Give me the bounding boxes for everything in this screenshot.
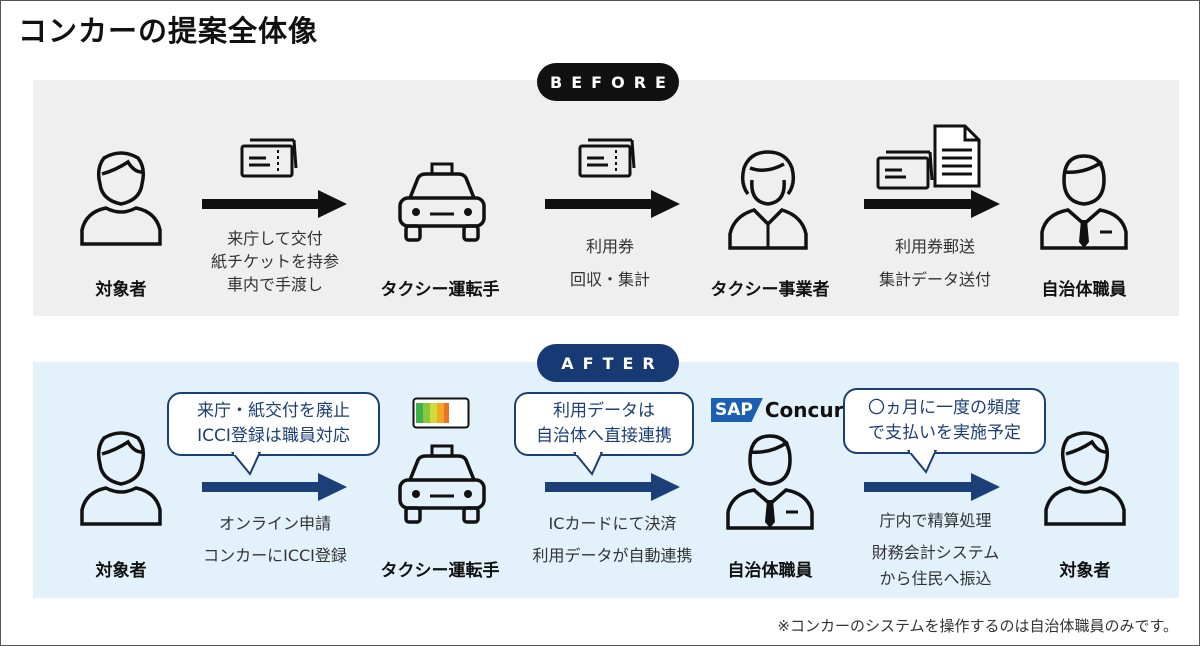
taxi-icon: [398, 444, 486, 524]
arrow-after-1: [202, 473, 347, 501]
ticket-icon: [578, 138, 636, 178]
concur-logo-text: Concur: [764, 398, 844, 422]
role-before-3: タクシー事業者: [710, 280, 830, 300]
arrow-after-3: [864, 473, 1000, 501]
role-after-3: 自治体職員: [727, 561, 813, 581]
arrow-before-2: [545, 190, 680, 218]
sap-concur-logo: SAP Concur: [711, 398, 844, 422]
role-before-1: 対象者: [95, 280, 147, 300]
taxi-icon: [398, 162, 486, 242]
step-after-2-line-1: ICカードにて決済: [548, 514, 677, 533]
ticket-icon: [876, 150, 934, 190]
step-before-1: 来庁して交付 紙チケットを持参 車内で手渡し: [190, 227, 360, 296]
step-after-3-line-1: 庁内で精算処理: [879, 511, 992, 530]
callout-after-1-line-1: 来庁・紙交付を廃止: [197, 401, 350, 421]
arrow-after-2: [545, 473, 680, 501]
before-label: BEFORE: [537, 63, 679, 101]
callout-after-3-line-1: 〇ヵ月に一度の頻度: [868, 398, 1021, 418]
ic-card-icon: [412, 397, 470, 429]
person-icon: [1044, 431, 1126, 526]
arrow-before-1: [202, 190, 347, 218]
step-after-1: オンライン申請 コンカーにICCI登録: [180, 508, 370, 572]
step-before-1-line-1: 来庁して交付: [227, 229, 323, 248]
role-before-2: タクシー運転手: [380, 280, 500, 300]
page-title: コンカーの提案全体像: [18, 14, 319, 48]
step-before-1-line-2: 紙チケットを持参: [210, 252, 339, 271]
role-after-4: 対象者: [1059, 561, 1111, 581]
step-after-3-line-2: 財務会計システム: [871, 543, 1000, 562]
step-before-3-line-1: 利用券郵送: [894, 237, 975, 256]
official-icon: [726, 434, 814, 530]
step-after-3: 庁内で精算処理 財務会計システム から住民へ振込: [848, 508, 1023, 592]
step-before-1-line-3: 車内で手渡し: [226, 275, 323, 294]
step-before-3-line-2: 集計データ送付: [878, 270, 991, 289]
callout-tail: [572, 452, 604, 476]
document-icon: [933, 124, 981, 188]
role-after-1: 対象者: [95, 561, 147, 581]
step-before-2-line-1: 利用券: [585, 237, 634, 256]
before-panel: [33, 80, 1179, 316]
role-before-4: 自治体職員: [1041, 280, 1127, 300]
step-before-2: 利用券 回収・集計: [540, 230, 680, 296]
callout-after-2: 利用データは 自治体へ直接連携: [514, 392, 694, 456]
businesswoman-icon: [728, 150, 808, 250]
step-after-3-line-3: から住民へ振込: [879, 569, 992, 588]
callout-after-2-line-1: 利用データは: [553, 401, 655, 421]
callout-after-3-line-2: で支払いを実施予定: [868, 423, 1021, 443]
person-icon: [80, 151, 162, 246]
step-before-3: 利用券郵送 集計データ送付: [855, 230, 1015, 296]
role-after-2: タクシー運転手: [380, 561, 500, 581]
step-after-2-line-2: 利用データが自動連携: [532, 546, 693, 565]
footnote: ※コンカーのシステムを操作するのは自治体職員のみです。: [777, 617, 1178, 635]
step-before-2-line-2: 回収・集計: [569, 270, 650, 289]
step-after-1-line-2: コンカーにICCI登録: [203, 546, 347, 565]
sap-logo-mark: SAP: [711, 398, 763, 422]
callout-after-2-line-2: 自治体へ直接連携: [536, 426, 672, 446]
after-label: AFTER: [537, 344, 679, 382]
callout-tail: [230, 452, 262, 476]
callout-after-1: 来庁・紙交付を廃止 ICCI登録は職員対応: [167, 392, 380, 456]
callout-tail: [906, 450, 938, 474]
arrow-before-3: [864, 190, 1000, 218]
step-after-2: ICカードにて決済 利用データが自動連携: [515, 508, 710, 572]
ticket-icon: [240, 138, 298, 178]
callout-after-1-line-2: ICCI登録は職員対応: [197, 426, 350, 446]
official-icon: [1040, 154, 1128, 250]
step-after-1-line-1: オンライン申請: [218, 514, 331, 533]
callout-after-3: 〇ヵ月に一度の頻度 で支払いを実施予定: [843, 388, 1046, 454]
person-icon: [80, 431, 162, 526]
